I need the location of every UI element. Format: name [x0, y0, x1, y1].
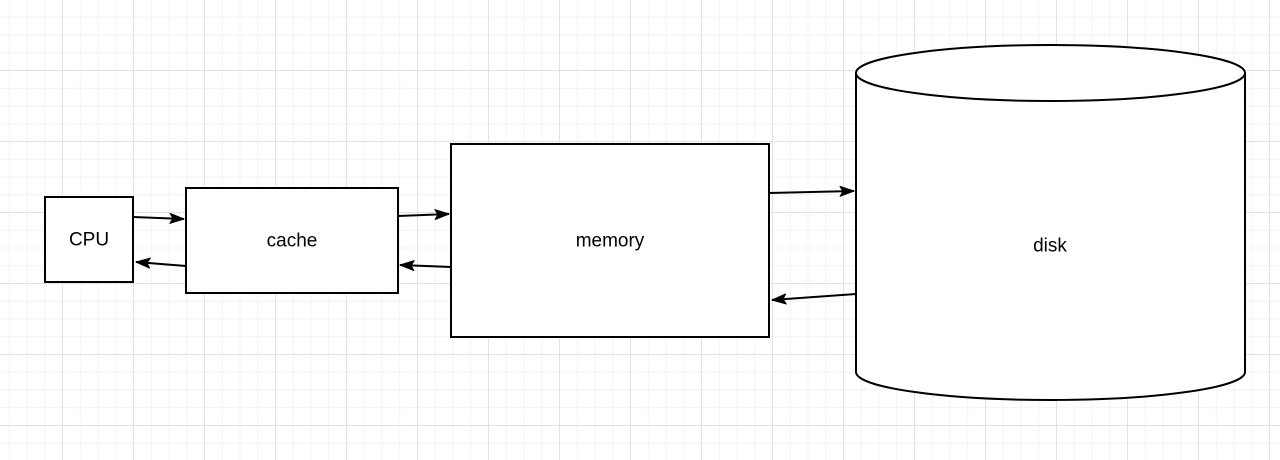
edge-memory-to-disk[interactable] [768, 185, 855, 197]
node-cpu[interactable]: CPU [44, 196, 134, 283]
node-cache[interactable]: cache [185, 187, 399, 294]
cache-label: cache [267, 231, 318, 252]
edge-cache-to-memory[interactable] [397, 209, 450, 221]
cpu-label: CPU [69, 230, 109, 251]
edge-cache-to-cpu[interactable] [135, 257, 187, 269]
edge-cpu-to-cache[interactable] [132, 212, 185, 224]
disk-cylinder-top-rim [855, 72, 1246, 102]
memory-label: memory [576, 231, 645, 252]
edge-disk-to-memory[interactable] [771, 293, 857, 305]
edge-memory-to-cache[interactable] [399, 260, 452, 272]
node-disk[interactable]: disk [855, 44, 1246, 401]
memory-box[interactable] [450, 143, 770, 338]
disk-label: disk [1033, 236, 1067, 257]
cpu-box[interactable] [44, 196, 134, 283]
cache-box[interactable] [185, 187, 399, 294]
node-memory[interactable]: memory [450, 143, 770, 338]
disk-cylinder-body[interactable] [855, 44, 1246, 401]
